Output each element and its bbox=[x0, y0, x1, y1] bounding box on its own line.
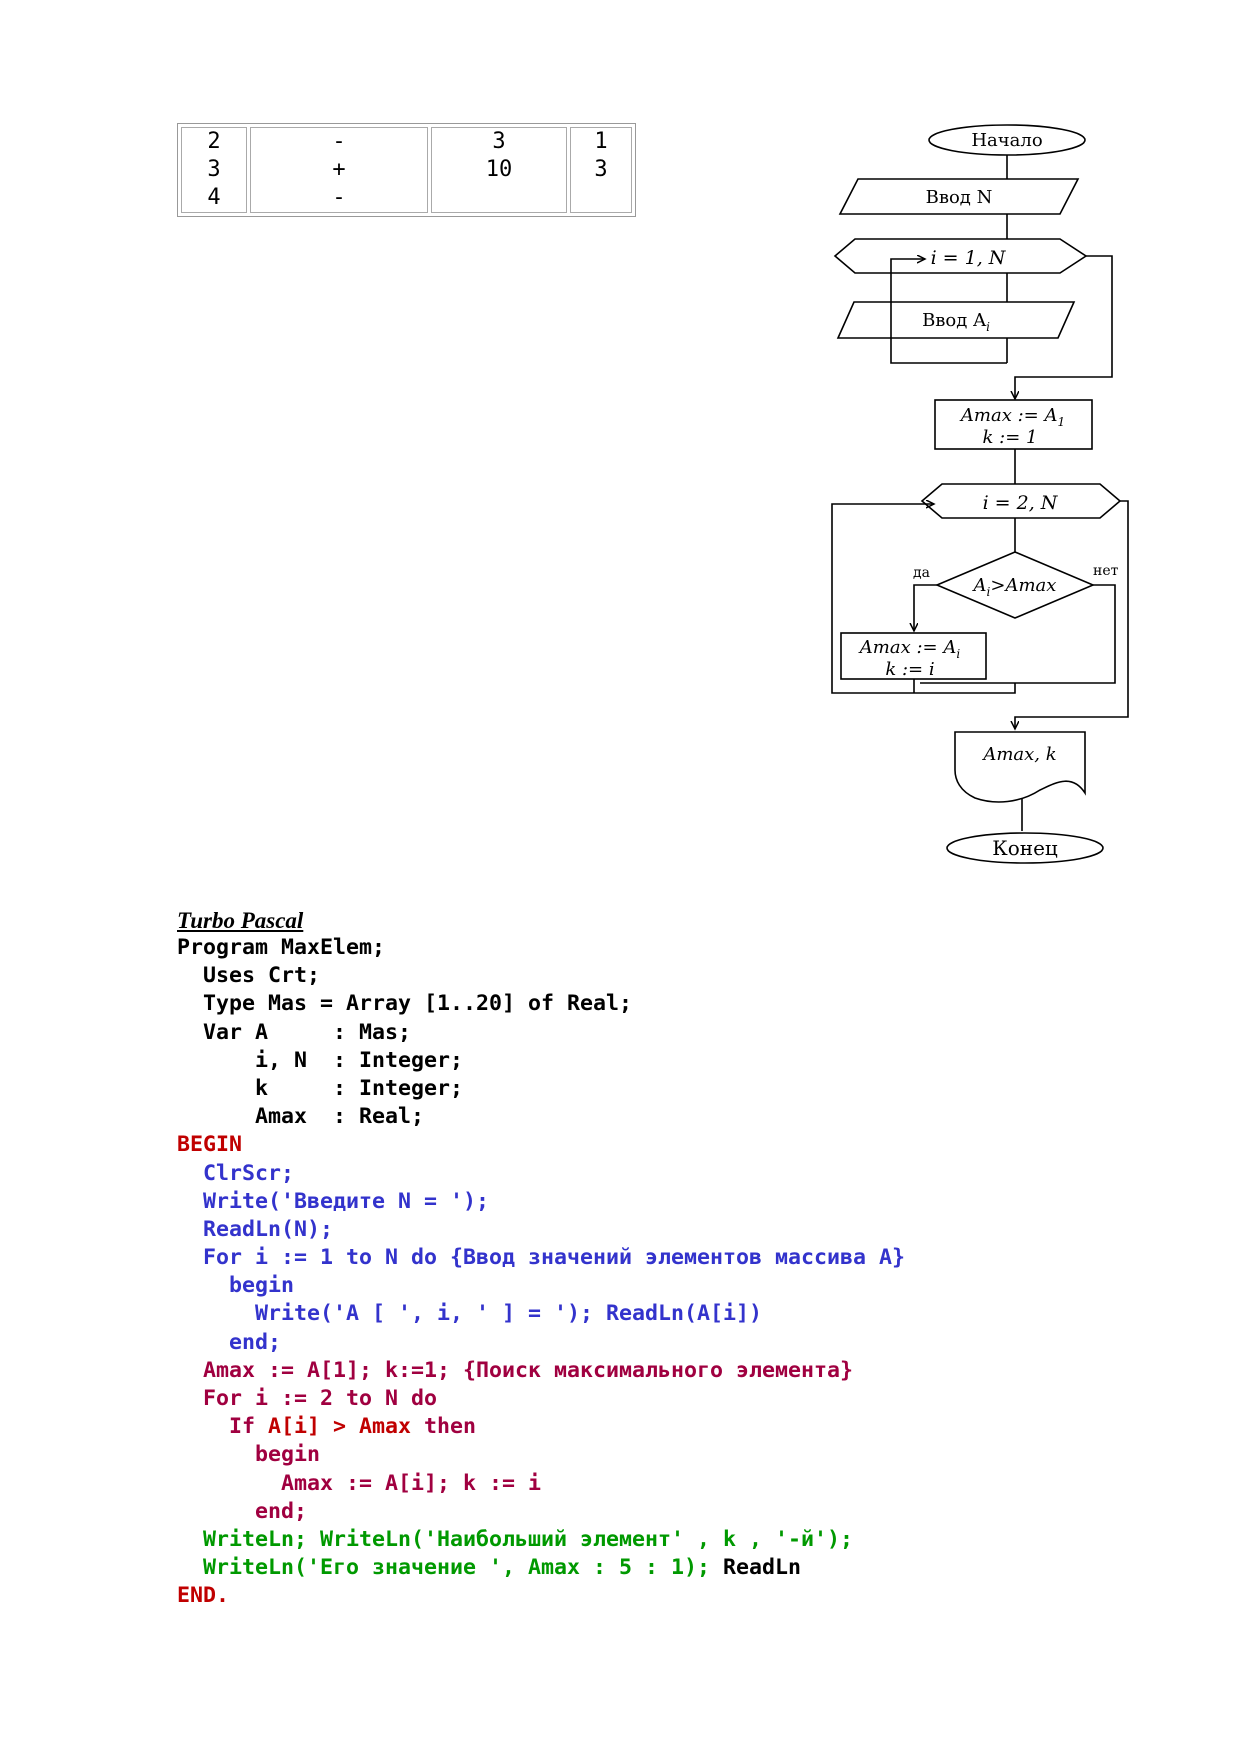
code-token: i, N : Integer; bbox=[177, 1047, 464, 1073]
table-cell: 1 3 bbox=[570, 127, 632, 213]
cell-value: 1 bbox=[594, 129, 608, 154]
code-token: Amax := A[1]; k:=1; {Поиск максимального… bbox=[177, 1357, 854, 1383]
code-line: WriteLn('Его значение ', Amax : 5 : 1); … bbox=[177, 1554, 905, 1582]
code-line: END. bbox=[177, 1582, 905, 1610]
code-token: Uses Crt; bbox=[177, 963, 321, 989]
end-terminal bbox=[946, 832, 1104, 864]
flowchart: Начало Ввод N i = 1, N Ввод Ai Amax := A… bbox=[831, 124, 1129, 864]
code-line: Amax := A[1]; k:=1; {Поиск максимального… bbox=[177, 1357, 905, 1385]
init-label-1: Amax := A1 bbox=[959, 405, 1065, 429]
yes-label: да bbox=[913, 565, 930, 581]
output-label: Amax, k bbox=[981, 744, 1056, 765]
code-line: end; bbox=[177, 1498, 905, 1526]
cell-value: 3 bbox=[594, 157, 608, 182]
code-line: For i := 1 to N do {Ввод значений элемен… bbox=[177, 1244, 905, 1272]
cell-value: + bbox=[332, 157, 346, 182]
code-token: BEGIN bbox=[177, 1132, 243, 1158]
cell-value: - bbox=[332, 185, 346, 210]
assign-label-1: Amax := Ai bbox=[858, 637, 961, 661]
code-token: then bbox=[411, 1414, 477, 1440]
code-line: Uses Crt; bbox=[177, 962, 905, 990]
code-line: For i := 2 to N do bbox=[177, 1385, 905, 1413]
code-line: k : Integer; bbox=[177, 1075, 905, 1103]
code-token: end; bbox=[177, 1498, 308, 1524]
code-line: BEGIN bbox=[177, 1131, 905, 1159]
code-line: begin bbox=[177, 1272, 905, 1300]
cell-value: 3 bbox=[492, 129, 506, 154]
loop1-label: i = 1, N bbox=[931, 247, 1007, 269]
code-token: ReadLn(N); bbox=[177, 1216, 334, 1242]
code-token: A[i] > Amax bbox=[268, 1414, 412, 1440]
code-line: end; bbox=[177, 1329, 905, 1357]
input-n-block bbox=[838, 178, 1080, 215]
code-token: WriteLn; WriteLn('Наибольший элемент' , … bbox=[177, 1526, 854, 1552]
input-a-label: Ввод Ai bbox=[922, 310, 990, 334]
code-line: ClrScr; bbox=[177, 1160, 905, 1188]
cell-value: 3 bbox=[207, 157, 221, 182]
code-token: If bbox=[177, 1414, 269, 1440]
code-line: Write('A [ ', i, ' ] = '); ReadLn(A[i]) bbox=[177, 1300, 905, 1328]
code-token: ClrScr; bbox=[177, 1160, 295, 1186]
table-cell: 2 3 4 bbox=[181, 127, 247, 213]
code-token: ReadLn bbox=[723, 1555, 802, 1581]
cell-value: 4 bbox=[207, 185, 221, 210]
init-label-2: k := 1 bbox=[983, 427, 1038, 448]
code-line: Var A : Mas; bbox=[177, 1019, 905, 1047]
end-label: Конец bbox=[992, 836, 1058, 860]
output-block bbox=[954, 731, 1086, 803]
no-label: нет bbox=[1093, 563, 1119, 579]
code-line: begin bbox=[177, 1441, 905, 1469]
code-line: i, N : Integer; bbox=[177, 1047, 905, 1075]
code-token: Program MaxElem; bbox=[177, 935, 386, 960]
values-table: 2 3 4 - + - 3 10 1 3 bbox=[177, 123, 636, 217]
code-line: Type Mas = Array [1..20] of Real; bbox=[177, 990, 905, 1018]
table-row: 2 3 4 - + - 3 10 1 3 bbox=[181, 127, 632, 213]
condition-label: Ai>Amax bbox=[972, 575, 1057, 599]
code-token: end; bbox=[177, 1329, 282, 1355]
code-title: Turbo Pascal bbox=[177, 908, 304, 933]
assign-label-2: k := i bbox=[885, 659, 934, 680]
code-token: k : Integer; bbox=[177, 1075, 464, 1101]
loop2-label: i = 2, N bbox=[983, 492, 1059, 514]
code-token: Amax := A[i]; k := i bbox=[177, 1470, 542, 1496]
input-n-label: Ввод N bbox=[926, 187, 993, 208]
code-line: Write('Введите N = '); bbox=[177, 1188, 905, 1216]
start-label: Начало bbox=[971, 130, 1042, 151]
code-line: Amax := A[i]; k := i bbox=[177, 1470, 905, 1498]
code-token: Write('A [ ', i, ' ] = '); ReadLn(A[i]) bbox=[177, 1301, 763, 1327]
code-token: END. bbox=[177, 1583, 230, 1609]
code-token: For i := 2 to N do bbox=[177, 1386, 438, 1411]
code-line: Program MaxElem; bbox=[177, 934, 905, 962]
code-token: Var A : Mas; bbox=[177, 1019, 412, 1045]
code-line: If A[i] > Amax then bbox=[177, 1413, 905, 1441]
code-token: Write('Введите N = '); bbox=[177, 1188, 490, 1214]
table-cell: - + - bbox=[250, 127, 428, 213]
code-token: For i := 1 to N do {Ввод значений элемен… bbox=[177, 1245, 906, 1271]
code-line: Amax : Real; bbox=[177, 1103, 905, 1131]
code-token: Amax : Real; bbox=[177, 1104, 425, 1130]
code-token: begin bbox=[177, 1442, 321, 1468]
code-line: ReadLn(N); bbox=[177, 1216, 905, 1244]
code-token: WriteLn('Его значение ', Amax : 5 : 1); bbox=[177, 1555, 724, 1581]
code-token: Type Mas = Array [1..20] of Real; bbox=[177, 991, 633, 1017]
code-listing: Program MaxElem; Uses Crt; Type Mas = Ar… bbox=[177, 934, 905, 1611]
assign-block bbox=[840, 632, 987, 680]
code-token: begin bbox=[177, 1273, 295, 1299]
input-a-block bbox=[836, 301, 1076, 339]
init-block bbox=[934, 399, 1093, 450]
table-cell: 3 10 bbox=[431, 127, 567, 213]
cell-value: 10 bbox=[485, 157, 513, 182]
code-line: WriteLn; WriteLn('Наибольший элемент' , … bbox=[177, 1526, 905, 1554]
cell-value: - bbox=[332, 129, 346, 154]
cell-value: 2 bbox=[207, 129, 221, 154]
